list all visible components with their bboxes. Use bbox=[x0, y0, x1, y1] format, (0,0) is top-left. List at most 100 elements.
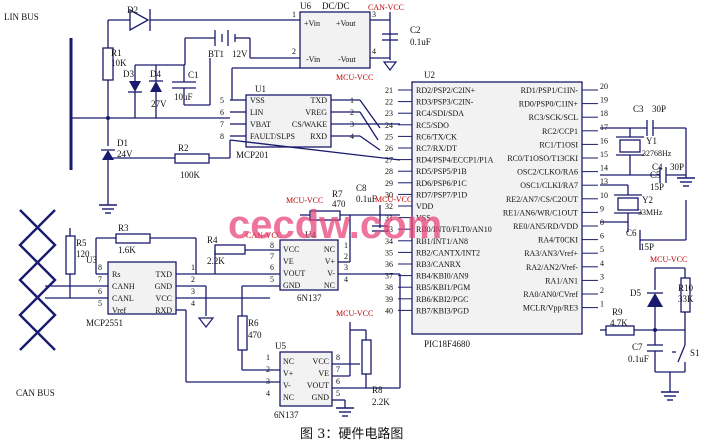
svg-text:5: 5 bbox=[220, 96, 224, 105]
svg-text:7: 7 bbox=[98, 275, 102, 284]
chip-u6 bbox=[299, 11, 371, 69]
c1-label: C1 bbox=[188, 70, 199, 80]
u2-right-pin-label: OSC1/CLKI/RA7 bbox=[520, 181, 578, 190]
u4-left-label: VCC bbox=[283, 245, 299, 254]
u2-left-pin-number: 32 bbox=[385, 202, 393, 211]
c8-value: 0.1uF bbox=[356, 194, 377, 204]
svg-text:6: 6 bbox=[220, 108, 224, 117]
ground-u5 bbox=[336, 407, 354, 417]
diode-d4 bbox=[149, 80, 163, 92]
r2-label: R2 bbox=[178, 143, 189, 153]
u4-left-label: GND bbox=[283, 281, 301, 290]
u1-right-label: VREG bbox=[305, 108, 327, 117]
d3-label: D3 bbox=[123, 69, 134, 79]
u2-left-pin-number: 31 bbox=[385, 214, 393, 223]
c2-label: C2 bbox=[410, 25, 421, 35]
u5-right-label: VE bbox=[318, 369, 329, 378]
u5-right-label: VCC bbox=[313, 357, 329, 366]
c4-label: C4 bbox=[652, 162, 663, 172]
resistor-r5 bbox=[65, 235, 76, 275]
chip-u2 bbox=[411, 81, 583, 335]
u2-right-pin-number: 13 bbox=[600, 177, 608, 186]
c2-value: 0.1uF bbox=[410, 37, 431, 47]
u4-left-label: VOUT bbox=[283, 269, 305, 278]
u2-right-pin-number: 9 bbox=[600, 204, 604, 213]
can-vcc-top-label: CAN-VCC bbox=[368, 3, 404, 12]
u2-left-pin-label: RB4/KBI0/AN9 bbox=[416, 272, 468, 281]
d5-label: D5 bbox=[630, 288, 641, 298]
u2-right-pin-label: RE1/AN6/WR/C1OUT bbox=[503, 208, 578, 217]
u2-left-pin-number: 35 bbox=[385, 248, 393, 257]
u1-left-label: VSS bbox=[250, 96, 265, 105]
u4-right-label: V- bbox=[327, 269, 335, 278]
u2-right-pin-label: RD1/PSP1/C1IN- bbox=[521, 86, 579, 95]
r7-label: R7 bbox=[332, 189, 343, 199]
svg-text:2: 2 bbox=[191, 275, 195, 284]
r5-label: R5 bbox=[76, 238, 87, 248]
r7-value: 470 bbox=[332, 199, 346, 209]
u5-part: 6N137 bbox=[274, 410, 299, 420]
u5-right-label: GND bbox=[312, 393, 330, 402]
u2-left-pin-number: 40 bbox=[385, 306, 393, 315]
u2-left-pin-number: 37 bbox=[385, 272, 393, 281]
u2-right-pin-number: 2 bbox=[600, 286, 604, 295]
r1-label: R1 bbox=[111, 48, 122, 58]
r1-value: 10K bbox=[111, 58, 127, 68]
u5-left-label: V- bbox=[283, 381, 291, 390]
battery-bt1 bbox=[214, 30, 236, 46]
svg-text:8: 8 bbox=[270, 241, 274, 250]
r6-label: R6 bbox=[248, 318, 259, 328]
u3-left-label: CANL bbox=[112, 294, 134, 303]
u2-left-pin-label: RB6/KBI2/PGC bbox=[416, 295, 468, 304]
d34-value: 27V bbox=[151, 99, 167, 109]
u3-right-label: VCC bbox=[156, 294, 172, 303]
c4-value: 30P bbox=[670, 162, 684, 172]
svg-text:6: 6 bbox=[336, 377, 340, 386]
can-vcc-2-label: CAN-VCC bbox=[246, 231, 282, 240]
r9-value: 4.7K bbox=[610, 318, 628, 328]
lin-bus-label: LIN BUS bbox=[4, 12, 39, 22]
c8-label: C8 bbox=[356, 183, 367, 193]
u5-label: U5 bbox=[275, 341, 286, 351]
r10-value: 33K bbox=[678, 294, 694, 304]
chip-u3 bbox=[107, 261, 177, 315]
u5-left-label: NC bbox=[283, 357, 294, 366]
diode-d3 bbox=[128, 81, 142, 93]
svg-text:4: 4 bbox=[344, 275, 348, 284]
mcu-vcc-2-label: MCU-VCC bbox=[286, 196, 323, 205]
y1-label: Y1 bbox=[646, 136, 657, 146]
u3-right-label: GND bbox=[155, 282, 173, 291]
u2-left-pin-label: RB3/CANRX bbox=[416, 260, 461, 269]
u2-right-pin-label: RE0/AN5/RD/VDD bbox=[513, 222, 578, 231]
r2-value: 100K bbox=[180, 170, 201, 180]
r6-value: 470 bbox=[248, 330, 262, 340]
u4-right-label: V+ bbox=[325, 257, 336, 266]
u2-right-pin-number: 3 bbox=[600, 272, 604, 281]
u2-right-pin-number: 17 bbox=[600, 123, 608, 132]
u3-label: U3 bbox=[86, 255, 97, 265]
u6-label: U6 bbox=[300, 1, 311, 11]
u2-right-pin-number: 19 bbox=[600, 96, 608, 105]
u2-left-pin-label: RD6/PSP6/P1C bbox=[416, 179, 467, 188]
svg-text:7: 7 bbox=[336, 365, 340, 374]
svg-text:3: 3 bbox=[372, 10, 376, 19]
u4-label: U4 bbox=[305, 230, 316, 240]
d1-value: 24V bbox=[117, 149, 133, 159]
mcu-vcc-3-label: MCU-VCC bbox=[375, 195, 412, 204]
u3-right-label: RXD bbox=[155, 306, 172, 315]
u2-right-pin-number: 15 bbox=[600, 150, 608, 159]
u5-left-pins: NCV+V-NC bbox=[283, 357, 294, 402]
ground-reset bbox=[661, 391, 679, 401]
u2-right-pin-label: MCLR/Vpp/RE3 bbox=[523, 304, 578, 313]
u2-left-pin-number: 21 bbox=[385, 86, 393, 95]
u2-right-pin-label: RA4/T0CKI bbox=[538, 236, 578, 245]
u2-left-pin-label: RD5/PSP5/P1B bbox=[416, 167, 467, 176]
c3-value: 30P bbox=[652, 104, 666, 114]
svg-text:2: 2 bbox=[266, 365, 270, 374]
c6-value: 15P bbox=[640, 242, 654, 252]
